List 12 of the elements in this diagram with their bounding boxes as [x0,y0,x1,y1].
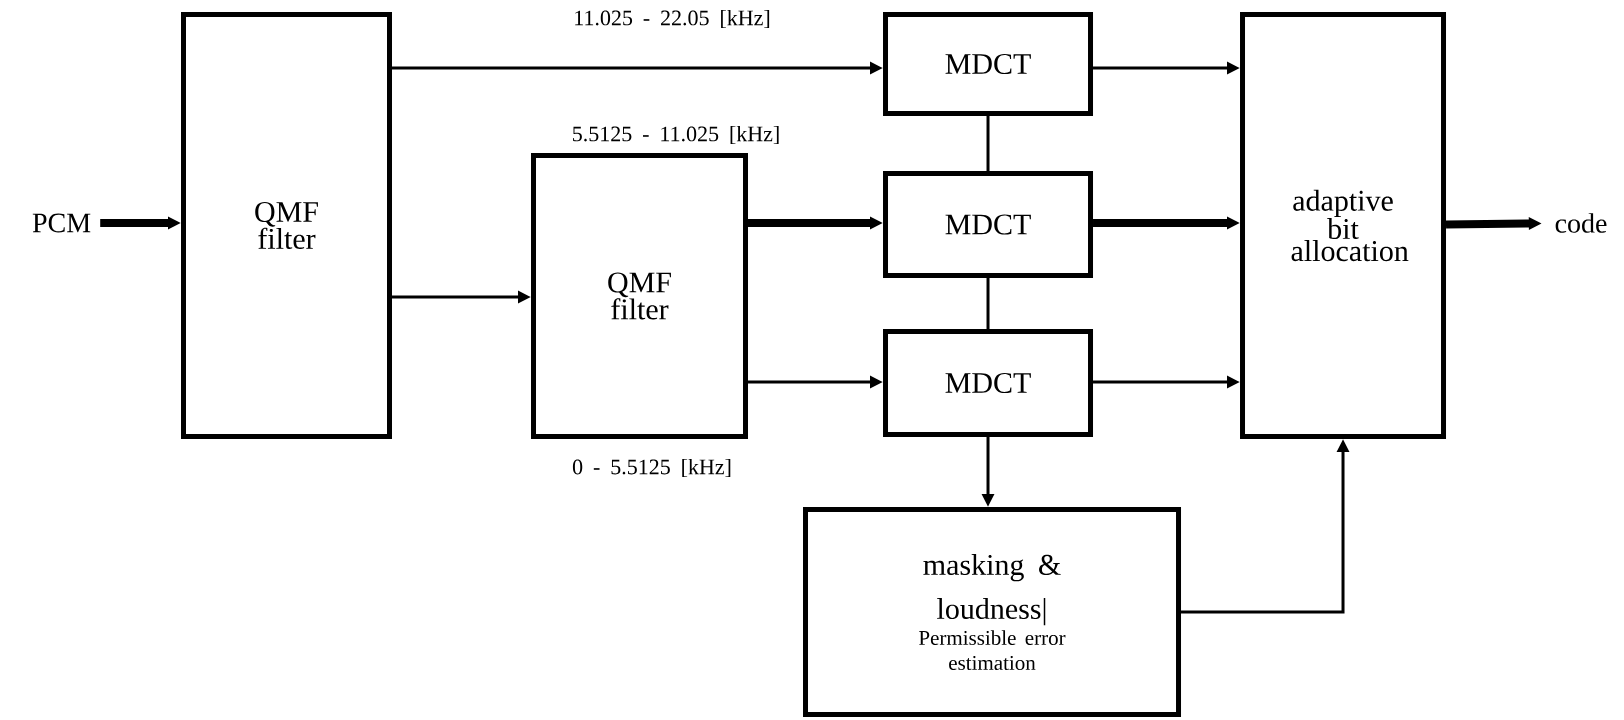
transform-box: MDCT [883,12,1093,116]
filter-box: QMF filter [181,12,392,439]
output-label: code [1555,213,1607,233]
edge-label: 5.5125 - 11.025 [kHz] [570,124,782,146]
edge-label: 0 - 5.5125 [kHz] [571,457,733,479]
transform-box: MDCT [883,171,1093,278]
transform-box: MDCT [883,329,1093,437]
estimation-box: masking & loudness| Permissible error estimation [803,507,1181,717]
filter-box: QMF filter [531,153,748,439]
input-label: PCM [32,213,91,233]
edge-label: 11.025 - 22.05 [kHz] [572,8,772,30]
allocation-box: adaptive bit allocation [1240,12,1446,439]
